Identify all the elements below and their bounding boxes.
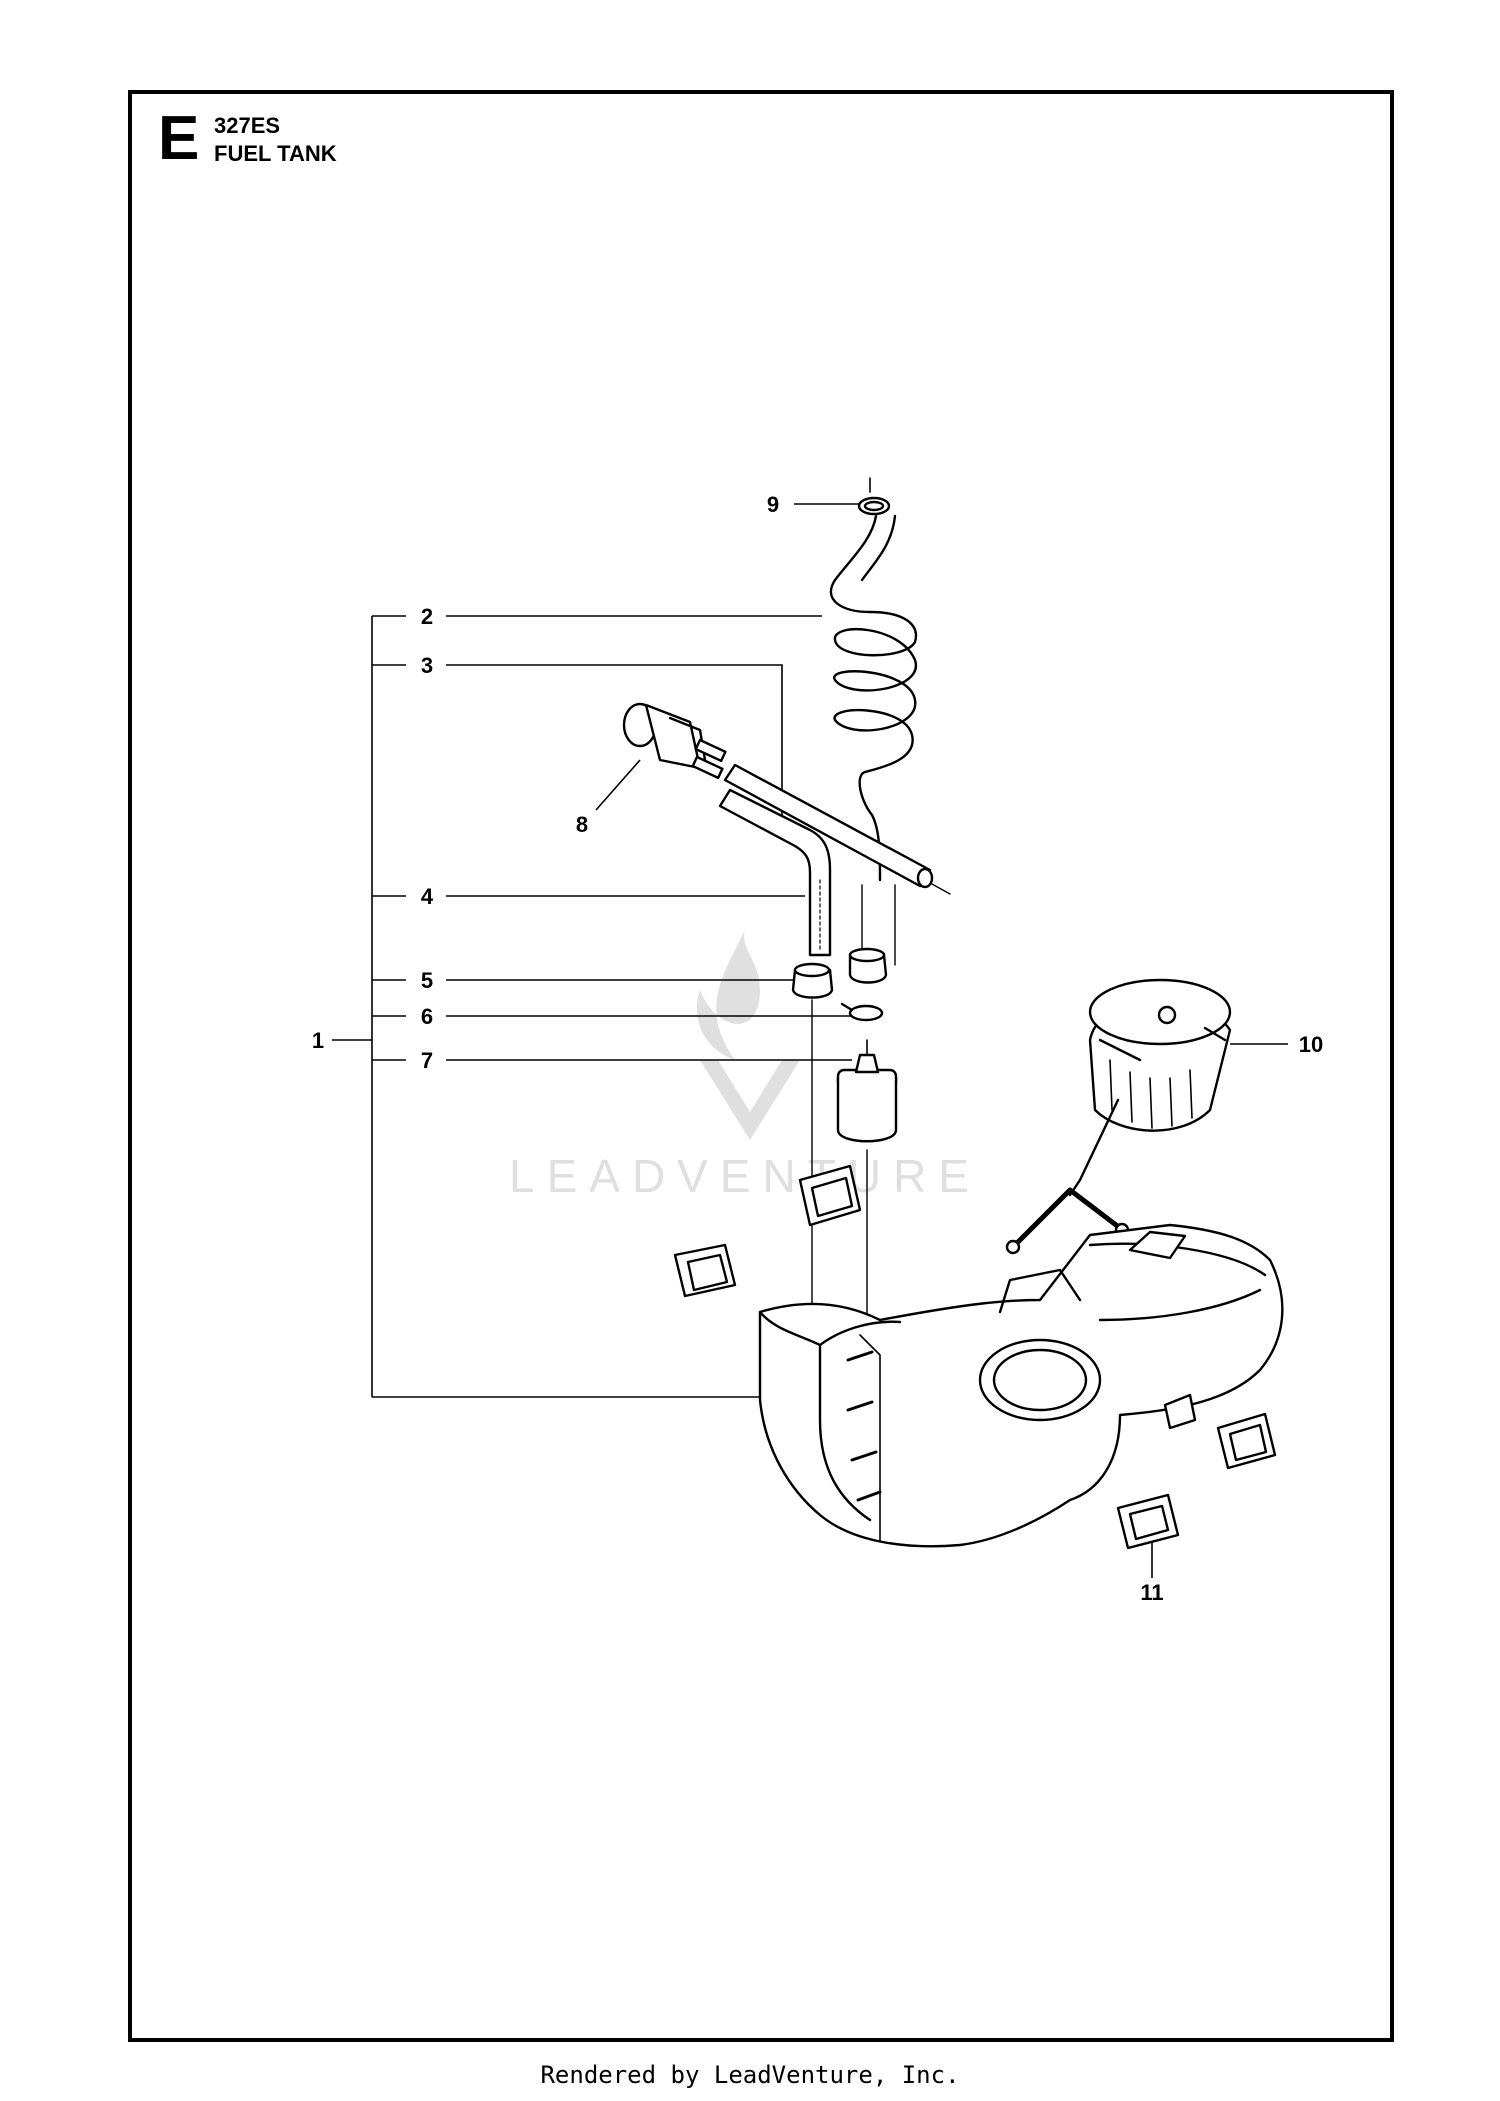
fuel-tank-part (758, 1223, 1284, 1548)
section-letter: E (158, 104, 200, 173)
section-title: FUEL TANK (214, 141, 337, 166)
watermark-v-icon (700, 1060, 800, 1140)
fuel-hose-part (723, 763, 951, 895)
callout-10: 10 (1299, 1032, 1323, 1057)
callout-labels: 1 2 3 4 5 6 7 8 9 10 11 (312, 492, 1323, 1605)
clamp-ring-part (857, 477, 891, 516)
callout-8: 8 (576, 812, 588, 837)
parts (622, 477, 1284, 1550)
callout-1: 1 (312, 1028, 324, 1053)
diagram-frame (128, 90, 1394, 2042)
rubber-mount-part (673, 1164, 1277, 1550)
callout-2: 2 (421, 604, 433, 629)
callout-7: 7 (421, 1048, 433, 1073)
primer-bulb-part (622, 702, 727, 780)
fuel-filter-part (836, 1039, 898, 1143)
model-number: 327ES (214, 113, 281, 138)
callout-3: 3 (421, 653, 433, 678)
watermark-text: LEADVENTURE (509, 1150, 981, 1202)
grommet-part (791, 947, 888, 999)
callout-11: 11 (1140, 1580, 1163, 1605)
coiled-hose-part (829, 514, 918, 966)
watermark-flame-icon (696, 930, 760, 1060)
callout-leaders (332, 503, 1288, 1578)
fuel-cap-part (1005, 978, 1232, 1255)
callout-4: 4 (421, 884, 434, 909)
callout-9: 9 (767, 492, 779, 517)
callout-6: 6 (421, 1004, 433, 1029)
hose-clamp-part (840, 1002, 884, 1022)
footer-credit: Rendered by LeadVenture, Inc. (540, 2061, 960, 2089)
callout-5: 5 (421, 968, 433, 993)
watermark: LEADVENTURE (509, 930, 981, 1202)
suction-hose-part (718, 788, 832, 957)
